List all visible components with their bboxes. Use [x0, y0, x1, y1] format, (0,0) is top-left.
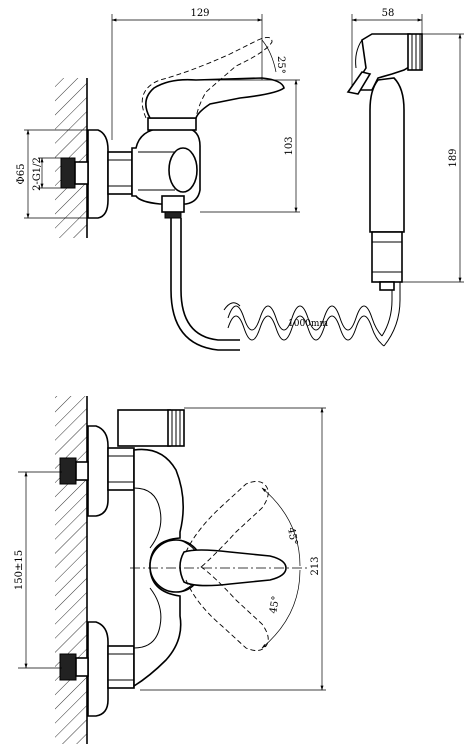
- outlet-ring: [168, 147, 198, 193]
- wall-flange: [87, 129, 109, 219]
- lever-open-position: [141, 37, 273, 119]
- dim-width-129: 129: [190, 8, 209, 19]
- sprayer-trigger: [346, 71, 372, 95]
- dim-spacing-150: 150±15: [14, 550, 25, 590]
- wall-hatch-front: [55, 396, 87, 744]
- upper-nut: [107, 447, 135, 491]
- thread-stub: [60, 157, 76, 189]
- dim-hose-length: 1000mm: [288, 319, 328, 329]
- dim-angle-25: 25°: [275, 56, 286, 74]
- dim-width-58: 58: [382, 8, 395, 19]
- coiled-hose: [223, 280, 401, 347]
- outlet-block: [117, 409, 171, 447]
- upper-flange: [87, 425, 109, 517]
- front-view: 45° 45° 150±15 213: [14, 396, 326, 744]
- handle-collar: [147, 117, 197, 131]
- lower-nut: [107, 645, 135, 689]
- dim-height-189: 189: [448, 148, 459, 167]
- dim-angle-up-45: 45°: [285, 527, 299, 546]
- hex-nut: [107, 151, 133, 195]
- sprayer-collar: [371, 231, 403, 283]
- dim-height-213: 213: [310, 556, 321, 575]
- sprayer-view: 58 189: [346, 8, 464, 291]
- lever-handle: [145, 77, 285, 119]
- lower-flange: [87, 621, 109, 717]
- side-view: 129 25° 103 Φ65 2-G1/2 1000mm: [16, 8, 401, 351]
- dim-height-103: 103: [284, 136, 295, 155]
- hose: [170, 218, 240, 351]
- dim-angle-down-45: 45°: [268, 595, 282, 614]
- dim-thread-g12: 2-G1/2: [32, 157, 43, 191]
- dim-diameter-65: Φ65: [16, 164, 27, 185]
- sprayer-handle: [369, 77, 405, 233]
- lever-up-position: [185, 481, 269, 569]
- hose-connector: [161, 195, 185, 213]
- thread-connector: [74, 161, 89, 185]
